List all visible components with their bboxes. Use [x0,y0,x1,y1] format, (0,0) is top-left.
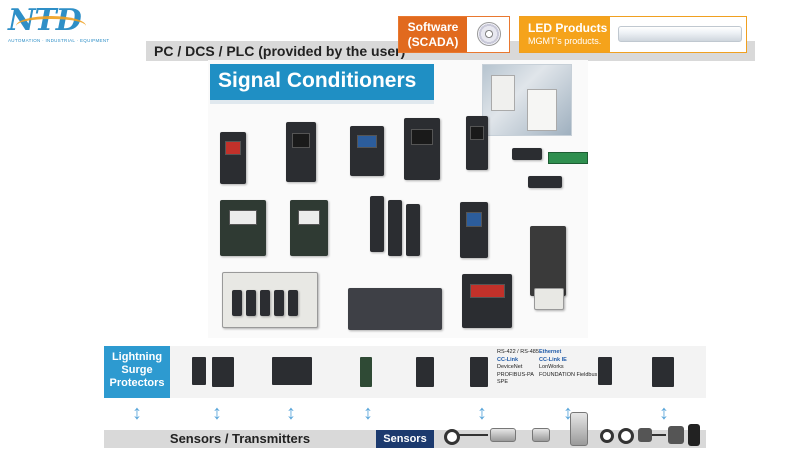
device-display [229,210,257,225]
protocol-lonworks: LonWorks [539,364,564,370]
signal-conditioners-title: Signal Conditioners [210,64,434,100]
software-scada-box[interactable]: Software (SCADA) [398,16,510,53]
current-sensor [600,429,614,443]
updown-arrow-icon: ↕ [477,402,487,424]
device-display [297,210,321,225]
updown-arrow-icon: ↕ [212,402,222,424]
cd-icon [477,22,501,46]
software-label: Software (SCADA) [399,17,467,52]
signal-conditioner-device [388,200,402,256]
signal-conditioner-device [404,118,440,180]
surge-protector [416,357,434,387]
signal-conditioner-device [528,176,562,188]
panel-meter [462,274,512,328]
sensor-block [668,426,684,444]
software-line1: Software [407,20,459,34]
ls-line2: Surge [121,364,153,376]
signal-conditioner-device [290,200,328,256]
device-display [356,135,378,148]
signal-conditioner-device [220,200,266,256]
rack-module [232,290,242,316]
surge-protector [360,357,372,387]
sensors-transmitters-label: Sensors / Transmitters [169,431,311,446]
protocol-cclink: CC-Link [497,356,519,363]
protocol-cclink-ie: CC-Link IE [539,356,567,363]
led-subtitle: MGMT's products. [528,36,602,46]
signal-conditioner-device [406,204,420,256]
protocol-devicenet: DeviceNet [497,364,523,370]
signal-conditioner-device [460,202,488,258]
pressure-transmitter-base [534,288,564,310]
circuit-board [548,152,588,164]
rack-module [260,290,270,316]
surge-protector [598,357,612,385]
surge-protector [652,357,674,387]
sensor-block [638,428,652,442]
rack-module [288,290,298,316]
sensor-clamp [688,424,700,446]
led-products-box[interactable]: LED Products MGMT's products. [519,16,747,53]
host-system-label: PC / DCS / PLC (provided by the user) [154,43,406,59]
sensor-cable [652,434,666,436]
device-display [470,125,484,140]
device-display [225,141,241,155]
signal-conditioner-device [370,196,384,252]
pressure-transmitter [530,226,566,296]
sensor-probe [532,428,550,442]
device-display [469,283,505,298]
device-display [292,132,310,149]
lightning-surge-label: Lightning Surge Protectors [104,346,170,398]
updown-arrow-icon: ↕ [132,402,142,424]
protocol-profibus: PROFIBUS-PA [497,371,534,378]
signal-conditioner-device [350,126,384,176]
updown-arrow-icon: ↕ [563,402,573,424]
current-sensor [618,428,634,444]
protocol-rs485: RS-422 / RS-485 [497,349,539,355]
sensors-label: Sensors [376,430,434,448]
signal-conditioner-device [466,116,488,170]
sensor-cable [458,434,488,436]
protocol-ethernet: Ethernet [539,349,562,355]
led-title: LED Products [528,21,608,35]
software-line2: (SCADA) [407,35,459,49]
signal-conditioner-device [220,132,246,184]
device-display [411,129,433,146]
signal-conditioner-device [512,148,542,160]
surge-protector [212,357,234,387]
logo-swoosh [16,16,86,36]
surge-protector [470,357,488,387]
control-panel-photo [482,64,572,136]
rack-module [246,290,256,316]
protocol-spe: SPE [497,379,509,385]
updown-arrow-icon: ↕ [363,402,373,424]
sensor-coil [444,429,460,445]
title-underline [210,100,434,104]
protocol-column-2: Ethernet CC-Link IE LonWorks FOUNDATION … [539,349,597,379]
rack-module [274,290,284,316]
led-tube-icon [618,26,742,42]
signal-conditioner-device [286,122,316,182]
surge-protector [272,357,312,385]
multi-channel-rack [348,288,442,330]
updown-arrow-icon: ↕ [659,402,669,424]
ls-line3: Protectors [109,377,165,389]
ls-line1: Lightning [111,351,163,363]
updown-arrow-icon: ↕ [286,402,296,424]
led-label: LED Products MGMT's products. [520,17,610,52]
ntd-logo: NTD AUTOMATION · INDUSTRIAL · EQUIPMENT [8,6,110,50]
load-cell [570,412,588,446]
protocol-foundation: FOUNDATION Fieldbus [539,371,598,378]
surge-protector [192,357,206,385]
logo-tagline: AUTOMATION · INDUSTRIAL · EQUIPMENT [8,38,110,43]
device-display [465,212,483,227]
protocol-list: RS-422 / RS-485 CC-Link DeviceNet PROFIB… [497,349,602,395]
sensor-probe [490,428,516,442]
